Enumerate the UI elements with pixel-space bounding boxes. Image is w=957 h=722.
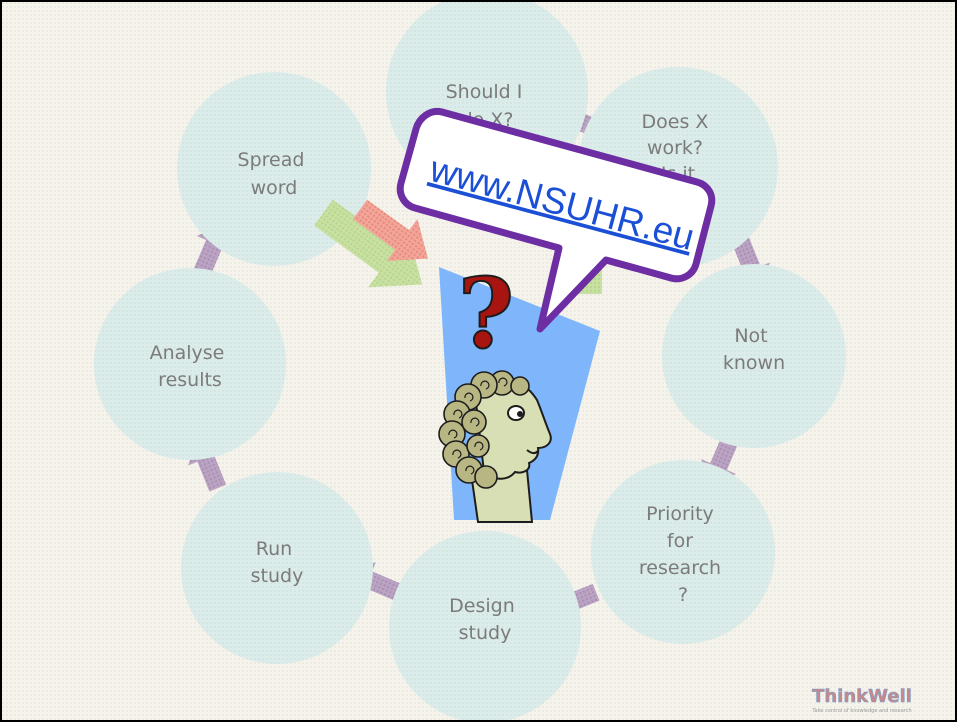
node-notknown-line: Not [734,325,767,347]
node-spread-line: word [251,177,298,199]
node-run-line: study [251,565,304,587]
node-priority-label: Priority for research ? [639,503,727,606]
node-priority-line: research [639,557,721,579]
node-run-circle [181,472,373,664]
node-design-line: Design [449,595,515,617]
node-notknown-line: known [723,352,785,374]
node-priority-circle [591,460,775,644]
node-analyse-label: Analyse results [150,342,231,391]
node-priority-line: for [667,530,693,552]
node-priority-line: ? [678,584,688,606]
node-should-line: Should I [446,81,523,103]
node-does-line: Does X [642,111,709,133]
green-inward-arrow-icon [314,199,423,288]
node-spread-label: Spread word [238,149,311,199]
node-analyse-line: Analyse [150,342,225,364]
thinkwell-tagline: Take control of knowledge and research [811,708,911,714]
speech-bubble [396,107,716,333]
node-notknown-label: Not known [723,325,785,374]
node-design-line: study [459,622,512,644]
node-run-line: Run [256,538,292,560]
node-spread-line: Spread [238,149,305,171]
node-analyse-circle [94,268,286,460]
question-mark-icon: ? [458,257,514,370]
node-design-label: Design study [449,595,521,644]
node-analyse-line: results [158,369,222,391]
node-does-line: work? [647,137,703,159]
node-priority-line: Priority [646,503,714,525]
node-notknown-circle [662,264,846,448]
thinkwell-logo: ThinkWell [812,686,912,707]
thinker-head-icon [438,370,552,523]
red-inward-arrow-icon [352,199,428,261]
node-design-circle [389,531,581,720]
node-run-label: Run study [251,538,304,587]
